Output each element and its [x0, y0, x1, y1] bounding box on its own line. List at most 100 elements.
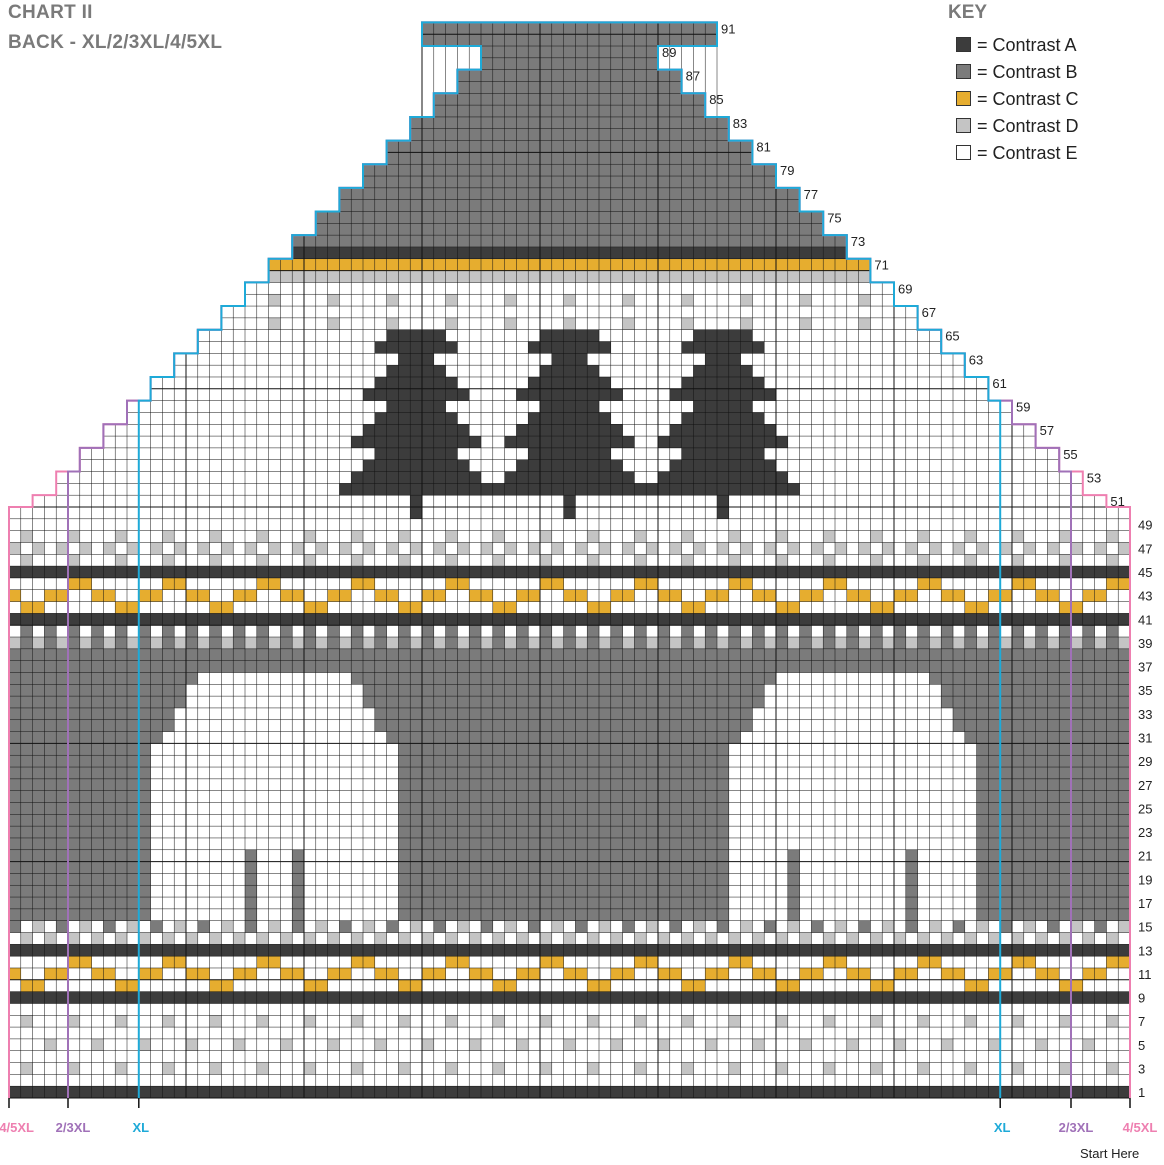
contrast-a-stitch — [764, 424, 776, 436]
contrast-c-stitch — [918, 578, 930, 590]
contrast-a-stitch — [339, 566, 351, 578]
stitch — [1071, 542, 1083, 554]
contrast-a-stitch — [729, 566, 741, 578]
stitch — [9, 732, 21, 744]
contrast-a-stitch — [375, 460, 387, 472]
stitch — [1118, 542, 1130, 554]
contrast-a-stitch — [552, 992, 564, 1004]
stitch — [552, 885, 564, 897]
contrast-c-stitch — [375, 968, 387, 980]
stitch — [776, 531, 788, 543]
contrast-c-stitch — [446, 259, 458, 271]
stitch — [68, 661, 80, 673]
contrast-a-stitch — [1095, 1086, 1107, 1098]
size-label-45xl: 4/5XL — [1123, 1120, 1158, 1135]
contrast-a-stitch — [292, 992, 304, 1004]
stitch — [1024, 767, 1036, 779]
stitch — [44, 803, 56, 815]
stitch — [387, 141, 399, 153]
stitch — [693, 885, 705, 897]
contrast-a-stitch — [717, 247, 729, 259]
stitch — [469, 672, 481, 684]
contrast-a-stitch — [634, 613, 646, 625]
contrast-a-stitch — [410, 424, 422, 436]
stitch — [870, 531, 882, 543]
contrast-a-stitch — [811, 613, 823, 625]
stitch — [103, 838, 115, 850]
stitch — [988, 661, 1000, 673]
stitch — [741, 223, 753, 235]
stitch — [658, 212, 670, 224]
stitch — [446, 318, 458, 330]
contrast-c-stitch — [316, 259, 328, 271]
stitch — [1012, 803, 1024, 815]
stitch — [92, 696, 104, 708]
stitch — [552, 81, 564, 93]
stitch — [528, 850, 540, 862]
contrast-c-stitch — [658, 259, 670, 271]
stitch — [941, 649, 953, 661]
contrast-a-stitch — [1012, 1086, 1024, 1098]
stitch — [398, 531, 410, 543]
contrast-a-stitch — [1106, 613, 1118, 625]
stitch — [493, 200, 505, 212]
stitch — [1024, 803, 1036, 815]
stitch — [422, 22, 434, 34]
stitch — [398, 779, 410, 791]
stitch — [269, 271, 281, 283]
stitch — [457, 814, 469, 826]
stitch — [103, 672, 115, 684]
contrast-c-stitch — [705, 590, 717, 602]
stitch — [398, 141, 410, 153]
contrast-a-stitch — [469, 613, 481, 625]
contrast-a-stitch — [528, 424, 540, 436]
contrast-a-stitch — [623, 483, 635, 495]
stitch — [623, 684, 635, 696]
row-number-label: 45 — [1138, 565, 1152, 580]
stitch — [1059, 649, 1071, 661]
stitch — [398, 826, 410, 838]
stitch — [21, 1015, 33, 1027]
stitch — [9, 826, 21, 838]
contrast-c-stitch — [894, 590, 906, 602]
contrast-a-stitch — [575, 483, 587, 495]
contrast-a-stitch — [410, 448, 422, 460]
stitch — [646, 732, 658, 744]
stitch — [599, 767, 611, 779]
contrast-a-stitch — [505, 436, 517, 448]
stitch — [516, 661, 528, 673]
stitch — [1000, 897, 1012, 909]
stitch — [1000, 672, 1012, 684]
stitch — [387, 672, 399, 684]
stitch — [646, 826, 658, 838]
stitch — [9, 803, 21, 815]
contrast-a-stitch — [752, 247, 764, 259]
stitch — [646, 838, 658, 850]
stitch — [540, 696, 552, 708]
stitch — [493, 1015, 505, 1027]
stitch — [693, 921, 705, 933]
contrast-a-stitch — [599, 377, 611, 389]
stitch — [705, 838, 717, 850]
contrast-a-stitch — [493, 944, 505, 956]
contrast-c-stitch — [493, 980, 505, 992]
stitch — [9, 791, 21, 803]
contrast-a-stitch — [540, 436, 552, 448]
contrast-a-stitch — [387, 483, 399, 495]
stitch — [1118, 873, 1130, 885]
stitch — [422, 814, 434, 826]
stitch — [552, 838, 564, 850]
stitch — [139, 661, 151, 673]
stitch — [658, 93, 670, 105]
stitch — [481, 779, 493, 791]
contrast-a-stitch — [151, 566, 163, 578]
stitch — [1047, 720, 1059, 732]
stitch — [375, 164, 387, 176]
stitch — [623, 743, 635, 755]
stitch — [658, 637, 670, 649]
stitch — [611, 34, 623, 46]
contrast-a-stitch — [398, 448, 410, 460]
contrast-a-stitch — [410, 389, 422, 401]
stitch — [776, 235, 788, 247]
contrast-a-stitch — [717, 495, 729, 507]
